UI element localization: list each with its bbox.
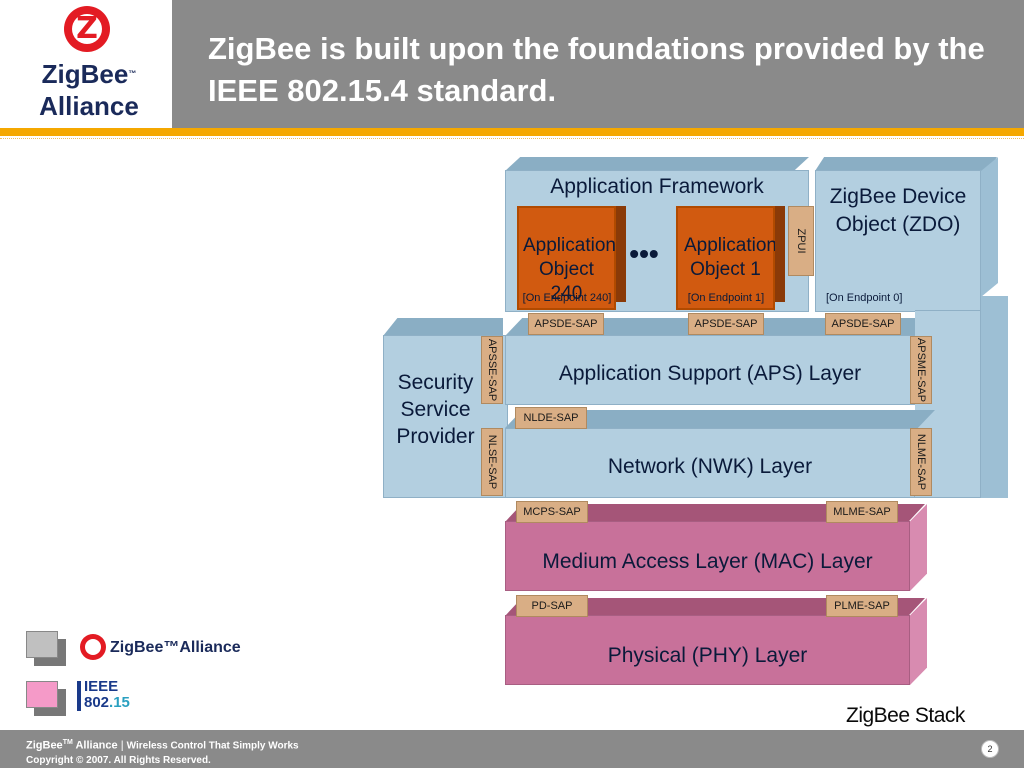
mlme-sap: MLME-SAP [826,501,898,523]
legend-zigbee-swatch [26,631,58,658]
nlme-sap: NLME-SAP [910,428,932,496]
page-number: 2 [981,740,999,758]
stack-side-face [980,296,1008,498]
phy-layer-box: Physical (PHY) Layer [505,615,910,685]
pd-sap: PD-SAP [516,595,588,617]
mcps-sap: MCPS-SAP [516,501,588,523]
mac-layer-label: Medium Access Layer (MAC) Layer [542,550,873,573]
endpoint-0-label: [On Endpoint 0] [826,292,903,304]
endpoint-1-label: [On Endpoint 1] [687,292,765,304]
legend-zigbee-label: ZigBee™Alliance [110,639,241,656]
mac-layer-box: Medium Access Layer (MAC) Layer [505,521,910,591]
logo-text-alliance: Alliance [39,91,139,121]
apsde-sap-1: APSDE-SAP [528,313,604,335]
zdo-side [981,157,998,297]
ieee-logo-bar [77,681,81,711]
stack-caption: ZigBee Stack [846,704,965,727]
legend-zigbee-z-icon [80,634,106,660]
nwk-layer-box: Network (NWK) Layer [505,428,915,498]
app-object-240-label: Application Object 240 [523,235,616,304]
zigbee-alliance-logo: Z ZigBee™ Alliance [0,0,172,128]
footer-alliance: Alliance [75,739,118,752]
app-object-1-side [775,206,785,302]
zdo-box: ZigBee Device Object (ZDO) [On Endpoint … [815,170,981,312]
divider [0,138,1024,141]
legend-ieee-swatch [26,681,58,708]
app-framework-label: Application Framework [550,175,764,198]
mac-layer-side [910,504,927,591]
apsde-sap-3: APSDE-SAP [825,313,901,335]
phy-layer-side [910,598,927,685]
zdo-label-line1: ZigBee Device [829,185,967,208]
aps-layer-box: Application Support (APS) Layer [505,335,915,405]
nwk-layer-top [505,410,935,428]
zpui-interface: ZPUI [788,206,814,276]
security-provider-top [383,318,503,336]
footer-copyright: Copyright © 2007. All Rights Reserved. [26,755,211,766]
plme-sap: PLME-SAP [826,595,898,617]
apsse-sap: APSSE-SAP [481,336,503,404]
app-object-1: Application Object 1 [676,206,777,310]
footer-brand: ZigBee [26,739,63,752]
zdo-label-line2: Object (ZDO) [835,213,961,236]
accent-bar [0,128,1024,136]
logo-text-zigbee: ZigBee [41,59,129,89]
apsme-sap: APSME-SAP [910,336,932,404]
footer-tagline: Wireless Control That Simply Works [126,740,299,752]
aps-layer-label: Application Support (APS) Layer [558,362,862,385]
footer-bar: ZigBeeTM Alliance | Wireless Control Tha… [0,730,1024,768]
app-object-240: Application Object 240 [517,206,616,310]
app-object-1-label: Application Object 1 [684,235,777,280]
endpoint-240-label: [On Endpoint 240] [522,292,612,304]
security-label-line2: Service [400,398,471,421]
apsde-sap-2: APSDE-SAP [688,313,764,335]
phy-layer-top [505,598,925,616]
nlde-sap: NLDE-SAP [515,407,587,429]
zdo-top [815,157,997,171]
mac-layer-top [505,504,925,522]
ieee-logo: IEEE 802.15 [84,678,130,711]
nwk-layer-label: Network (NWK) Layer [607,455,813,478]
security-label-line1: Security [397,371,474,394]
ellipsis-dots: ••• [629,238,659,269]
app-object-240-side [616,206,626,302]
security-label-line3: Provider [396,425,475,448]
phy-layer-label: Physical (PHY) Layer [607,644,808,667]
slide-title: ZigBee is built upon the foundations pro… [208,31,985,108]
zigbee-z-icon: Z [64,6,110,52]
app-framework-top [505,157,809,171]
nlse-sap: NLSE-SAP [481,428,503,496]
